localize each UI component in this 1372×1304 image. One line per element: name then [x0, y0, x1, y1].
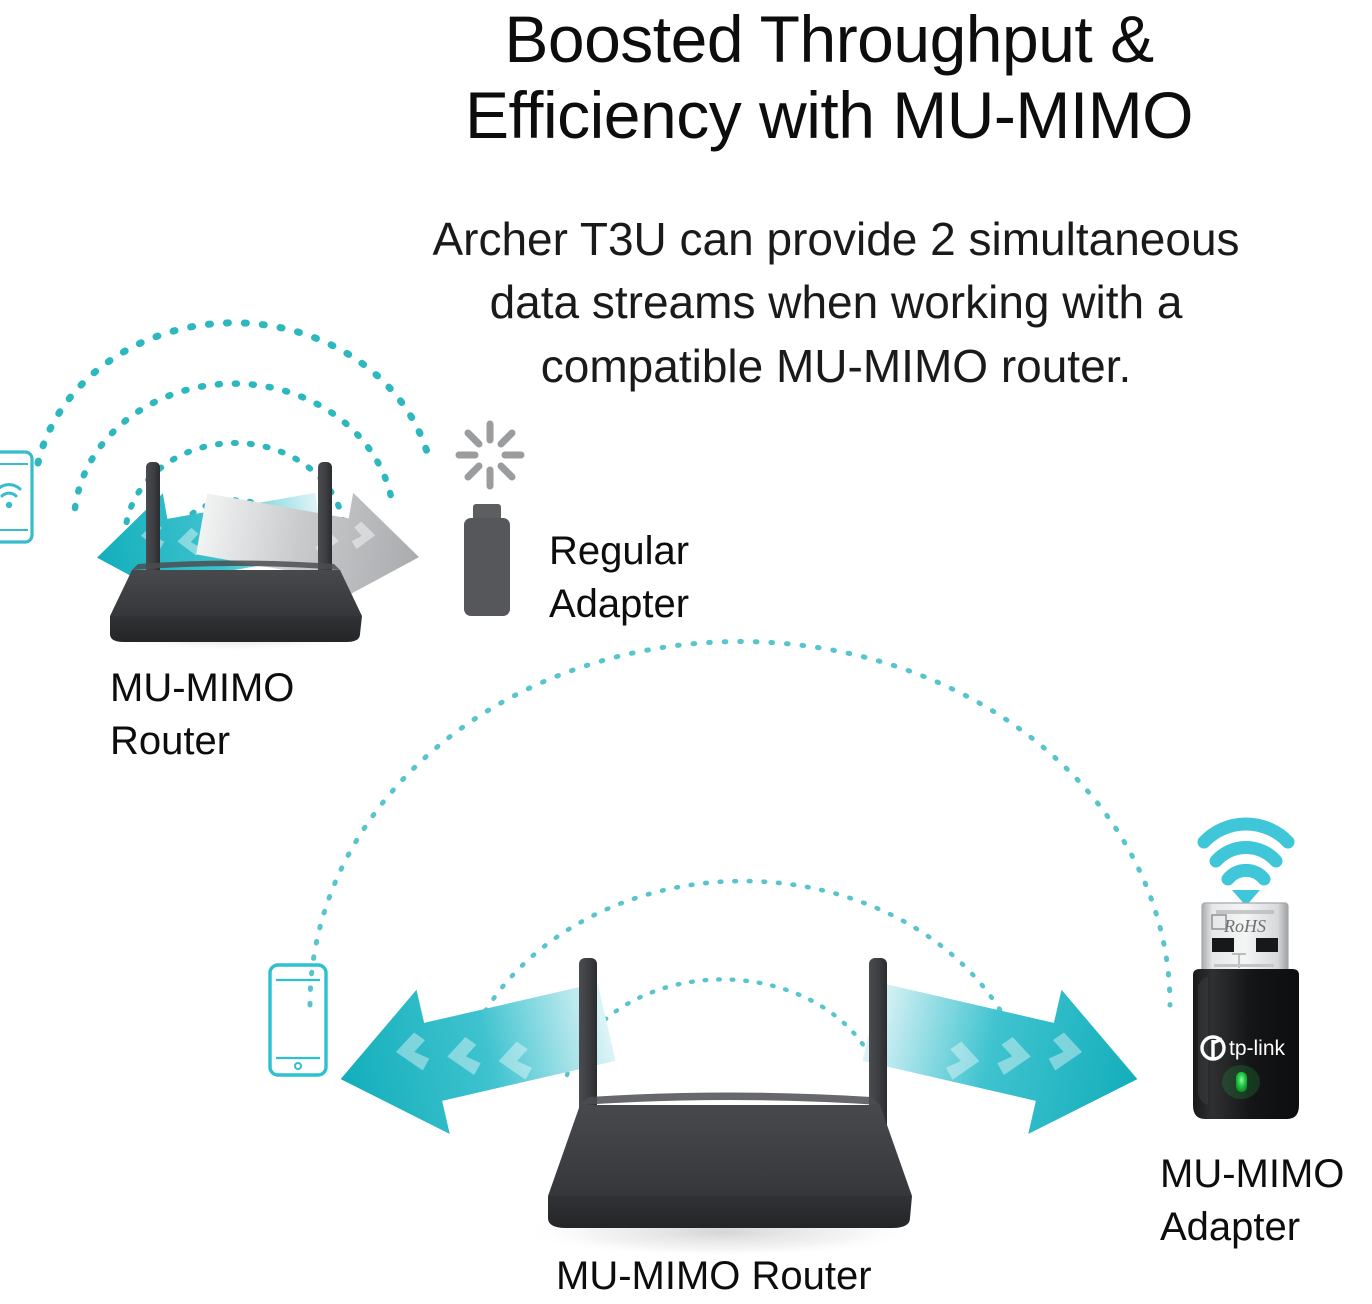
signal-arcs-bottom — [307, 639, 1173, 1078]
adapter-body — [1193, 969, 1299, 1119]
wifi-signal-icon — [1197, 817, 1295, 906]
router-bottom — [522, 958, 922, 1258]
phone-wifi-icon — [0, 450, 34, 544]
teal-arrow-left-bottom — [340, 982, 616, 1135]
router-antenna-right — [318, 462, 332, 592]
phone-outline-icon — [268, 963, 328, 1077]
page-subtitle-line2: data streams when working with a — [489, 276, 1183, 329]
caption-top-router: MU-MIMO Router — [110, 666, 295, 763]
router-antenna-left — [579, 958, 597, 1148]
page-title: Boosted Throughput & Efficiency with MU-… — [286, 2, 1372, 154]
page-subtitle-line3: compatible MU-MIMO router. — [540, 339, 1132, 392]
page-subtitle-line1: Archer T3U can provide 2 simultaneous — [432, 213, 1240, 265]
usb-rohs-label: RoHS — [1223, 916, 1266, 936]
scene-bottom: RoHS tp-link — [268, 639, 1299, 1258]
usb-connector — [1202, 903, 1288, 979]
status-led — [1236, 1072, 1247, 1092]
tp-link-logo: tp-link — [1200, 1035, 1286, 1061]
burst-inactive-icon — [455, 420, 525, 490]
caption-mu-mimo-adapter: MU-MIMO Adapter — [1160, 1152, 1345, 1249]
gray-arrow-right-top — [196, 492, 420, 604]
caption-regular-adapter: Regular Adapter — [549, 529, 690, 626]
page-subtitle: Archer T3U can provide 2 simultaneous da… — [300, 208, 1372, 398]
page-title-line2: Efficiency with MU-MIMO — [464, 77, 1194, 152]
router-antenna-left — [146, 462, 160, 592]
page-title-line1: Boosted Throughput & — [504, 2, 1154, 76]
router-antenna-right — [869, 958, 887, 1148]
tp-link-wordmark: tp-link — [1229, 1037, 1286, 1060]
mu-mimo-adapter: RoHS tp-link — [1193, 902, 1299, 1119]
caption-bottom-router: MU-MIMO Router — [556, 1254, 872, 1298]
regular-adapter-icon — [464, 504, 510, 616]
router-top — [95, 462, 375, 652]
teal-arrow-left-top — [97, 492, 326, 604]
teal-arrow-right-bottom — [862, 982, 1138, 1135]
